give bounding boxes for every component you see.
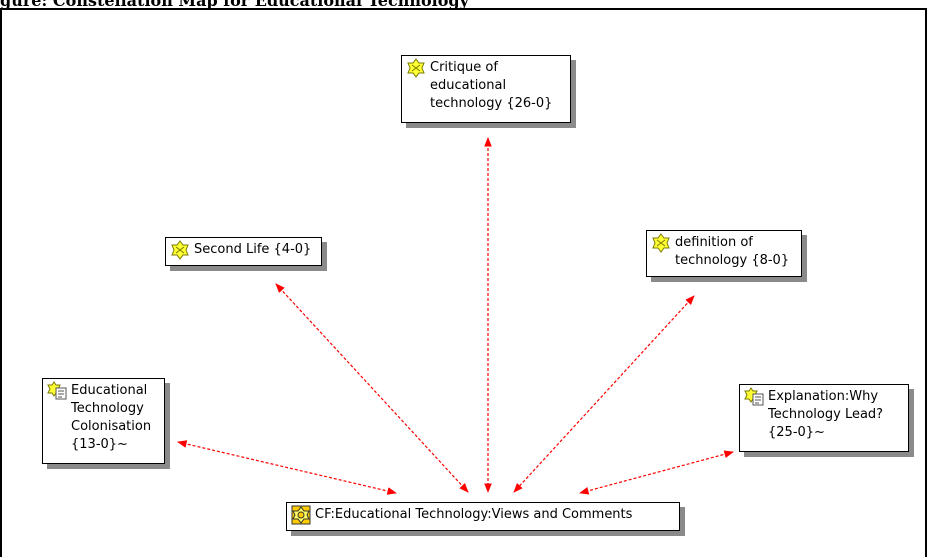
topic-icon (651, 233, 671, 253)
central-topic-icon (291, 505, 311, 525)
link-second-life (275, 283, 469, 493)
node-second-life-label: Second Life {4-0} (194, 242, 312, 257)
node-second-life[interactable]: Second Life {4-0} (165, 237, 322, 266)
discussion-topic-icon (47, 381, 67, 401)
link-definition (513, 295, 695, 493)
node-critique[interactable]: Critique of educational technology {26-0… (401, 55, 571, 123)
node-definition[interactable]: definition of technology {8-0} (646, 230, 802, 277)
node-colonisation[interactable]: Educational Technology Colonisation {13-… (42, 378, 165, 464)
node-definition-label: definition of technology {8-0} (675, 235, 790, 268)
figure-heading: gure: Constellation Map for Educational … (0, 0, 929, 9)
link-colonisation (177, 440, 397, 495)
discussion-topic-icon (744, 387, 764, 407)
node-central[interactable]: CF:Educational Technology:Views and Comm… (286, 502, 680, 531)
node-colonisation-label: Educational Technology Colonisation {13-… (71, 383, 152, 452)
topic-icon (170, 240, 190, 260)
link-explanation (579, 450, 734, 495)
topic-icon (406, 58, 426, 78)
node-central-label: CF:Educational Technology:Views and Comm… (315, 507, 633, 522)
node-explanation[interactable]: Explanation:Why Technology Lead? {25-0}~ (739, 384, 909, 452)
node-critique-label: Critique of educational technology {26-0… (430, 60, 553, 111)
node-explanation-label: Explanation:Why Technology Lead? {25-0}~ (768, 389, 884, 440)
